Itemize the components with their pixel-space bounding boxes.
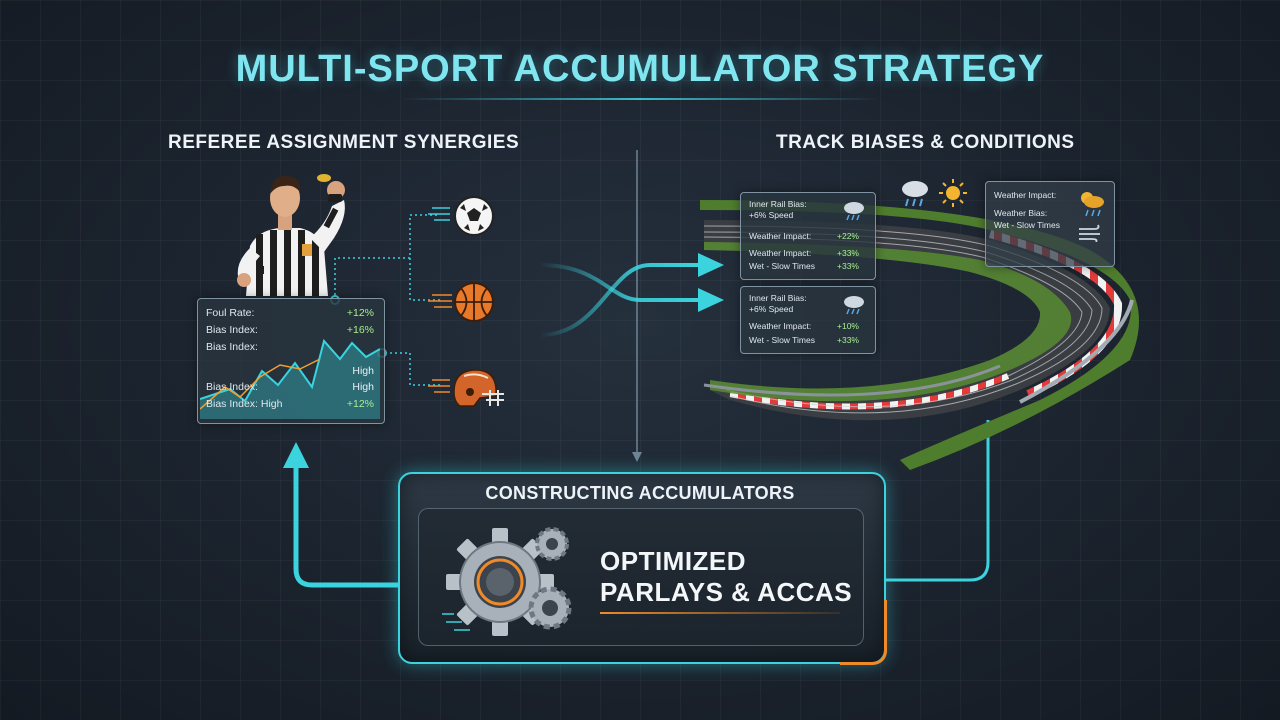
center-divider-arrowhead: [632, 452, 642, 462]
rain-cloud-icon: [844, 202, 864, 221]
football-speed-lines: [428, 379, 450, 393]
stat-label: Bias Index: High: [206, 398, 283, 410]
track-stat-row: Wet - Slow Times: [994, 220, 1060, 230]
football-helmet-icon: [453, 369, 504, 407]
track-stat-label: Wet - Slow Times: [994, 220, 1060, 230]
track-conditions-panel-1: Inner Rail Bias: +6% Speed Weather Impac…: [740, 192, 876, 280]
basketball-speed-lines: [428, 294, 452, 308]
sun-cloud-rain-icon: [1081, 192, 1104, 217]
referee-illustration: [237, 174, 345, 296]
track-stat-label: Wet - Slow Times: [749, 261, 815, 271]
track-stat-value: +33%: [837, 335, 859, 345]
track-stat-value: +33%: [837, 248, 859, 258]
track-stat-label: Weather Impact:: [749, 231, 812, 241]
wind-icon: [1079, 224, 1100, 242]
accumulator-orange-accent: [840, 600, 887, 665]
title-underline: [400, 98, 880, 100]
dotted-connector-football: [380, 352, 440, 386]
soccer-speed-lines: [428, 207, 450, 221]
track-stat-row: Inner Rail Bias:: [749, 293, 807, 303]
accumulator-title: OPTIMIZED PARLAYS & ACCAS: [600, 546, 860, 608]
track-stat-row: Wet - Slow Times +33%: [749, 335, 859, 345]
stat-label: Bias Index:: [206, 324, 258, 336]
track-stat-label: Weather Impact:: [749, 321, 812, 331]
track-stat-row: Weather Impact: +22%: [749, 231, 859, 241]
sun-icon: [939, 179, 967, 207]
stat-row: Bias Index: +16%: [206, 324, 374, 336]
track-stat-row: Inner Rail Bias:: [749, 199, 807, 209]
rain-cloud-icon: [844, 296, 864, 315]
stat-row: Bias Index:: [206, 341, 374, 353]
track-stat-label: Inner Rail Bias:: [749, 293, 807, 303]
track-section-heading: TRACK BIASES & CONDITIONS: [776, 132, 1075, 153]
accumulator-title-underline: [600, 612, 840, 614]
stat-value: +16%: [346, 324, 374, 336]
loop-arrow-left: [293, 465, 398, 588]
stat-row: Bias Index: High: [206, 381, 374, 393]
track-stat-label: Wet - Slow Times: [749, 335, 815, 345]
track-stat-value: +33%: [837, 261, 859, 271]
track-stat-label: Weather Bias:: [994, 208, 1048, 218]
track-conditions-panel-3: Weather Impact: Weather Bias: Wet - Slow…: [985, 181, 1115, 267]
track-stat-row: +6% Speed: [749, 210, 793, 220]
stat-value: +12%: [346, 307, 374, 319]
track-stat-label: Weather Impact:: [749, 248, 812, 258]
small-gear-icon-bottom: [528, 586, 572, 630]
flow-arrow-upper: [539, 263, 700, 337]
small-gear-icon-top: [535, 527, 569, 561]
track-stat-label: +6% Speed: [749, 304, 794, 314]
stat-value: +12%: [346, 398, 374, 410]
page-title: MULTI-SPORT ACCUMULATOR STRATEGY: [235, 48, 1045, 90]
gear-motion-lines: [442, 613, 470, 631]
accumulator-heading: CONSTRUCTING ACCUMULATORS: [485, 483, 795, 503]
accumulator-title-line-2: PARLAYS & ACCAS: [600, 577, 853, 607]
flow-arrow-lower: [539, 263, 700, 302]
accumulator-title-line-1: OPTIMIZED: [600, 546, 747, 576]
flow-arrowhead-upper: [698, 253, 724, 277]
soccer-ball-icon: [454, 196, 494, 236]
dotted-connector-basketball: [409, 258, 440, 301]
loop-arrowhead-left: [283, 442, 309, 468]
track-stat-row: Weather Impact: +33%: [749, 248, 859, 258]
stat-row: Bias Index: High +12%: [206, 398, 374, 410]
stat-label: Bias Index:: [206, 341, 258, 353]
track-stat-label: Inner Rail Bias:: [749, 199, 807, 209]
track-stat-label: +6% Speed: [749, 210, 794, 220]
stat-value: High: [352, 365, 374, 377]
loop-line-right: [882, 420, 990, 582]
referee-stats-chart: [200, 338, 380, 419]
flow-arrowhead-lower: [698, 288, 724, 312]
track-stat-row: Weather Impact: +10%: [749, 321, 859, 331]
stat-label: Foul Rate:: [206, 307, 255, 319]
rain-cloud-icon: [902, 181, 928, 207]
track-stat-row: Weather Impact:: [994, 190, 1056, 200]
track-stat-value: +22%: [837, 231, 859, 241]
stat-value: High: [352, 381, 374, 393]
track-stat-row: +6% Speed: [749, 304, 793, 314]
track-stat-label: Weather Impact:: [994, 190, 1057, 200]
large-gear-icon: [446, 528, 554, 636]
track-stat-value: +10%: [837, 321, 859, 331]
track-stat-row: Weather Bias:: [994, 208, 1047, 218]
referee-stats-panel: Foul Rate: +12% Bias Index: +16% Bias In…: [197, 298, 385, 424]
referee-section-heading: REFEREE ASSIGNMENT SYNERGIES: [168, 132, 520, 153]
gears-icon: [442, 527, 572, 636]
track-conditions-panel-2: Inner Rail Bias: +6% Speed Weather Impac…: [740, 286, 876, 354]
stat-label: Bias Index:: [206, 381, 258, 393]
track-stat-row: Wet - Slow Times +33%: [749, 261, 859, 271]
stat-row: Foul Rate: +12%: [206, 307, 374, 319]
basketball-icon: [454, 282, 494, 322]
